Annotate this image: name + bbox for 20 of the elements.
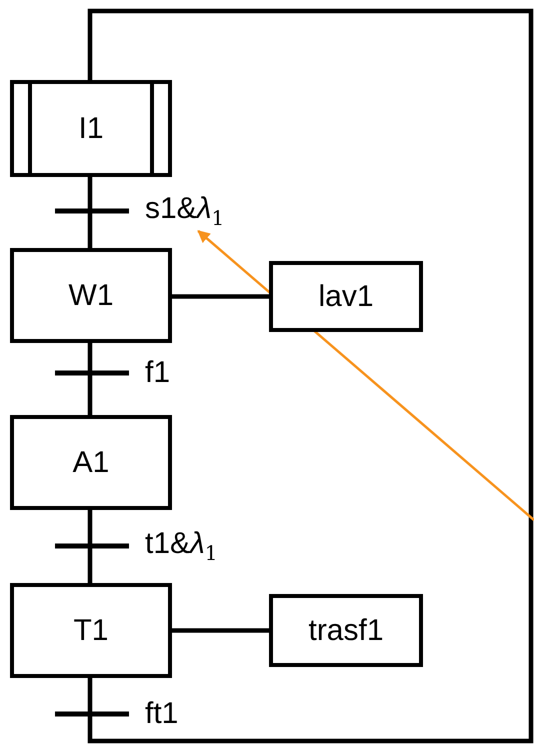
action-box: trasf1 [269, 594, 423, 667]
connector-line [88, 566, 92, 583]
connector-line [88, 177, 92, 191]
connector-line [88, 231, 92, 248]
step-box: T1 [10, 583, 172, 678]
transition-condition: t1&λ$_{1}$ [145, 529, 218, 563]
step-box: W1 [10, 248, 172, 343]
initial-step-box: I1 [10, 80, 172, 177]
connector-line [88, 8, 534, 744]
transition-condition: s1&λ$_{1}$ [145, 194, 224, 228]
connector-line [88, 393, 92, 415]
connector-line [88, 343, 92, 353]
action-box: lav1 [269, 261, 423, 332]
connector-line [88, 678, 92, 694]
transition-condition: ft1 [145, 699, 178, 729]
connector-line [172, 628, 269, 633]
connector-line [172, 294, 269, 299]
connector-line [88, 510, 92, 526]
transition-condition: f1 [145, 358, 170, 388]
step-box: A1 [10, 415, 172, 510]
